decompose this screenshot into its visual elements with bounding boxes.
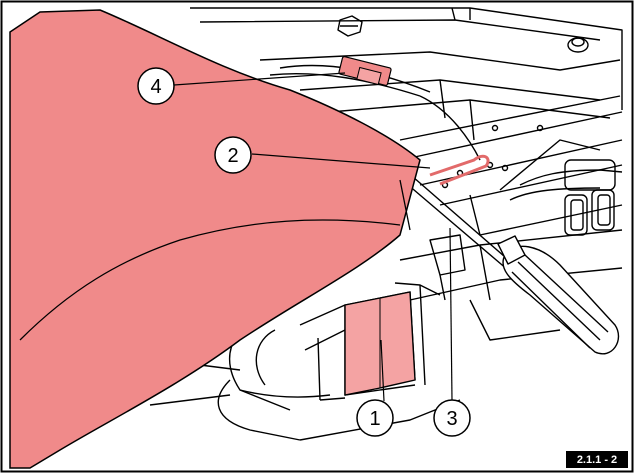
- callout-3: 3: [433, 399, 471, 437]
- callout-3-label: 3: [446, 408, 457, 430]
- cable-connector: [338, 56, 392, 86]
- callout-2: 2: [214, 136, 252, 174]
- figure-id-label: 2.1.1 - 2: [577, 454, 617, 466]
- screwdriver-handle: [502, 245, 620, 355]
- callout-2-label: 2: [227, 145, 238, 167]
- figure-id-badge: 2.1.1 - 2: [566, 451, 628, 468]
- leader-lines: [173, 72, 453, 402]
- hex-bolt: [337, 15, 363, 37]
- callout-4-label: 4: [150, 76, 161, 98]
- callout-1-label: 1: [369, 408, 380, 430]
- hook-part: [429, 154, 490, 186]
- cover-panel: [9, 9, 421, 469]
- callout-1: 1: [356, 399, 394, 437]
- callout-4: 4: [137, 67, 175, 105]
